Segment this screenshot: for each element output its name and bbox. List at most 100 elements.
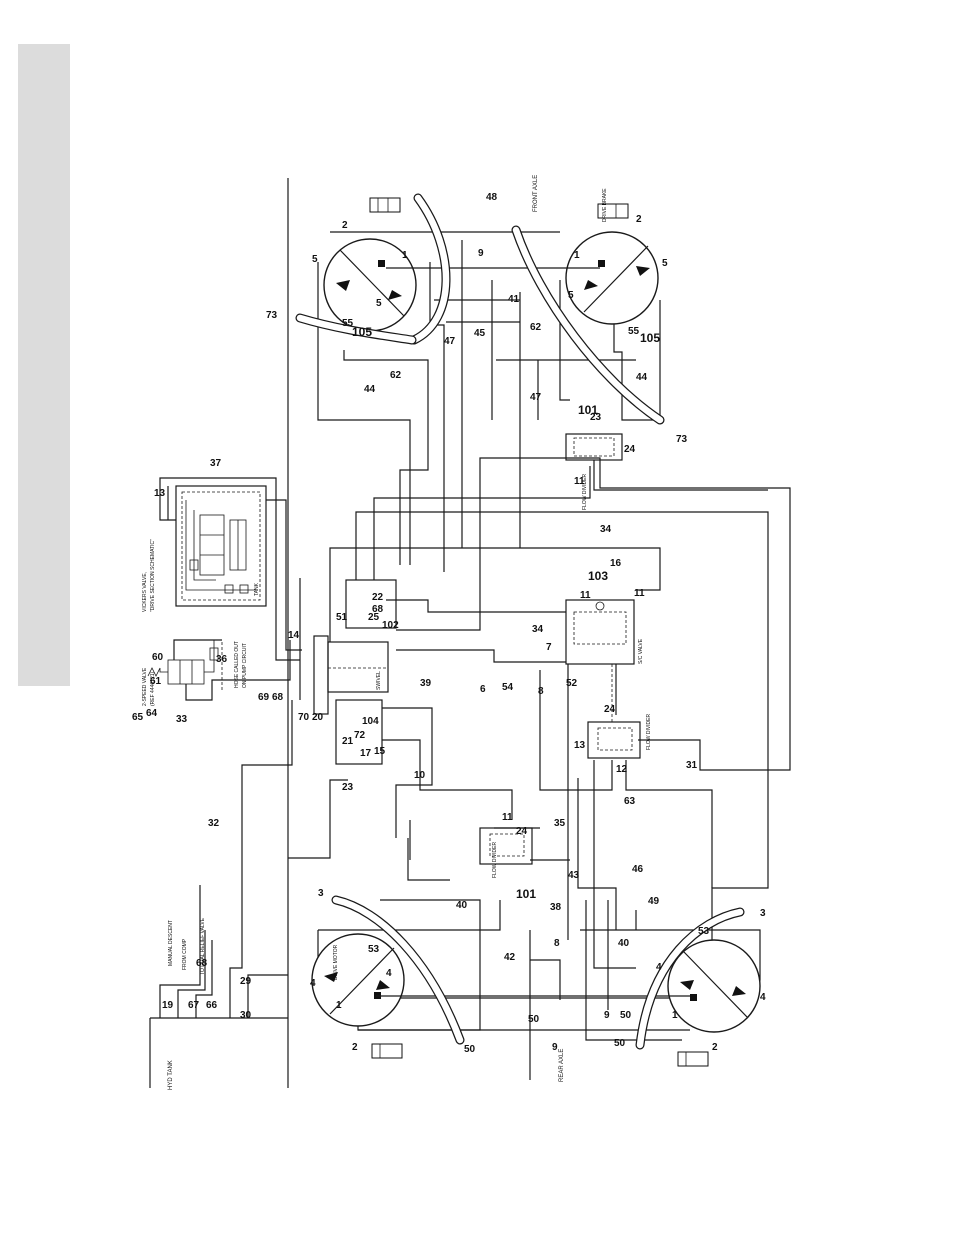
- callout-53: 53: [368, 944, 380, 955]
- callout-103: 103: [588, 569, 608, 583]
- label-manual-descent: MANUAL DESCENT: [168, 920, 174, 966]
- callout-47: 47: [530, 392, 542, 403]
- callout-2: 2: [712, 1042, 718, 1053]
- callout-44: 44: [364, 384, 376, 395]
- callout-13: 13: [574, 740, 586, 751]
- callout-50: 50: [464, 1044, 476, 1055]
- callout-25: 25: [368, 612, 380, 623]
- callout-8: 8: [554, 938, 560, 949]
- callout-31: 31: [686, 760, 698, 771]
- vickers-valve-schematic: [159, 477, 302, 661]
- callout-24: 24: [604, 704, 616, 715]
- callout-39: 39: [420, 678, 432, 689]
- page-margin-band: [18, 44, 70, 686]
- callout-105: 105: [640, 331, 660, 345]
- callout-2: 2: [342, 220, 348, 231]
- callout-2: 2: [636, 214, 642, 225]
- callout-70: 70: [298, 712, 310, 723]
- label-hose-called-out: HOSE CALLED OUT: [234, 641, 240, 688]
- callout-1: 1: [402, 250, 408, 261]
- callout-6: 6: [480, 684, 486, 695]
- callout-5: 5: [376, 298, 382, 309]
- label-sc-valve: S/C VALVE: [638, 638, 644, 664]
- callout-35: 35: [554, 818, 566, 829]
- callout-5: 5: [568, 290, 574, 301]
- callout-38: 38: [550, 902, 562, 913]
- callout-43: 43: [568, 870, 580, 881]
- callout-15: 15: [374, 746, 386, 757]
- flow-divider-mid: [587, 721, 641, 759]
- callout-1: 1: [336, 1000, 342, 1011]
- callout-20: 20: [312, 712, 324, 723]
- callout-4: 4: [386, 968, 392, 979]
- callout-36: 36: [216, 654, 228, 665]
- callout-63: 63: [624, 796, 636, 807]
- callout-65: 65: [132, 712, 144, 723]
- callout-53: 53: [698, 926, 710, 937]
- callout-68: 68: [196, 958, 208, 969]
- two-speed-valve: [147, 639, 291, 701]
- callout-66: 66: [206, 1000, 218, 1011]
- callout-3: 3: [760, 908, 766, 919]
- flow-divider-top: [565, 433, 768, 491]
- callout-40: 40: [618, 938, 630, 949]
- callout-104: 104: [362, 716, 379, 727]
- hoses: [295, 193, 745, 1050]
- callout-73: 73: [266, 310, 278, 321]
- callout-7: 7: [546, 642, 552, 653]
- callout-67: 67: [188, 1000, 200, 1011]
- label-on-pump-circuit: ON PUMP CIRCUIT: [242, 643, 248, 688]
- label-from-comp: FROM COMP: [182, 938, 188, 970]
- tank-lines: [159, 700, 348, 1018]
- callout-11: 11: [574, 476, 585, 487]
- callout-72: 72: [354, 730, 366, 741]
- front-left-motor: [323, 197, 417, 332]
- label-rear-axle: REAR AXLE: [559, 1049, 565, 1082]
- callout-33: 33: [176, 714, 188, 725]
- label-tank: TANK: [254, 582, 260, 596]
- callout-55: 55: [628, 326, 640, 337]
- callout-41: 41: [508, 294, 520, 305]
- rear-right-motor: [667, 939, 761, 1067]
- callout-numbers: 1 1 1 1 2 2 2 2 3 3 4 4 4 4 5 5 5 5 6 7 …: [132, 192, 766, 1055]
- callout-34: 34: [600, 524, 612, 535]
- callout-42: 42: [504, 952, 516, 963]
- callout-4: 4: [760, 992, 766, 1003]
- callout-62: 62: [530, 322, 542, 333]
- callout-51: 51: [336, 612, 348, 623]
- callout-69: 69: [258, 692, 270, 703]
- callout-50: 50: [614, 1038, 626, 1049]
- callout-9: 9: [478, 248, 484, 259]
- label-vickers-subtitle: "DRIVE SECTION SCHEMATIC": [150, 539, 156, 612]
- callout-40: 40: [456, 900, 468, 911]
- swivel-block: [313, 579, 397, 765]
- callout-21: 21: [342, 736, 354, 747]
- callout-14: 14: [288, 630, 300, 641]
- callout-24: 24: [624, 444, 636, 455]
- callout-17: 17: [360, 748, 372, 759]
- label-flow-divider-top: FLOW DIVIDER: [582, 473, 588, 510]
- callout-30: 30: [240, 1010, 252, 1021]
- callout-45: 45: [474, 328, 486, 339]
- callout-50: 50: [528, 1014, 540, 1025]
- label-to-dual-relief: TO DUAL RELIEF VALVE: [200, 917, 206, 975]
- callout-4: 4: [310, 978, 316, 989]
- callout-52: 52: [566, 678, 578, 689]
- callout-55: 55: [342, 318, 354, 329]
- label-vickers-title: VICKERS VALVE,: [142, 572, 148, 612]
- callout-2: 2: [352, 1042, 358, 1053]
- sc-valve: [565, 599, 635, 722]
- callout-1: 1: [672, 1010, 678, 1021]
- callout-23: 23: [590, 412, 602, 423]
- flow-divider-low: [479, 827, 533, 865]
- label-swivel: SWIVEL: [376, 671, 382, 690]
- label-flow-divider-low: FLOW DIVIDER: [492, 841, 498, 878]
- callout-11: 11: [580, 590, 591, 601]
- callout-11: 11: [502, 812, 513, 823]
- callout-16: 16: [610, 558, 622, 569]
- callout-37: 37: [210, 458, 222, 469]
- callout-50: 50: [620, 1010, 632, 1021]
- callout-5: 5: [662, 258, 668, 269]
- callout-105: 105: [352, 325, 372, 339]
